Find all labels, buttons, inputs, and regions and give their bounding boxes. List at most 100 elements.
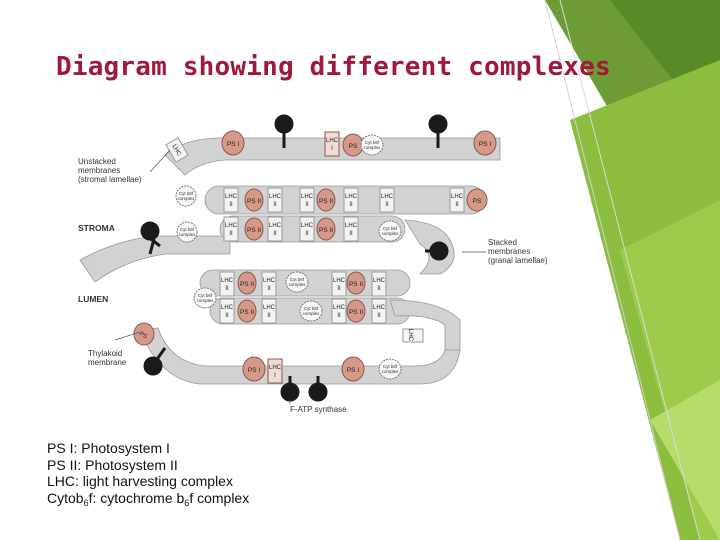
svg-text:LHC: LHC	[221, 278, 234, 284]
svg-text:II: II	[225, 286, 229, 292]
svg-text:complex: complex	[364, 145, 382, 150]
svg-text:LHC: LHC	[381, 194, 394, 200]
svg-text:PS II: PS II	[349, 281, 363, 288]
legend-ps2: PS II: Photosystem II	[47, 456, 178, 473]
svg-text:LHC: LHC	[451, 194, 464, 200]
svg-text:LHC: LHC	[407, 329, 413, 342]
svg-text:II: II	[267, 286, 271, 292]
svg-text:LHC: LHC	[373, 278, 386, 284]
svg-text:II: II	[229, 231, 233, 237]
edge-complexes: LHC PS LHC	[133, 137, 424, 346]
svg-text:II: II	[385, 202, 389, 208]
svg-text:(stromal lamellae): (stromal lamellae)	[78, 175, 142, 184]
ps2-complexes: PS II PS II PS II PS II PS II PS II PS I…	[237, 188, 366, 323]
svg-text:Cyt b6f: Cyt b6f	[198, 293, 213, 298]
atp-synthase-group	[140, 114, 449, 402]
svg-text:II: II	[267, 313, 271, 319]
svg-text:LHC: LHC	[221, 305, 234, 311]
svg-text:membrane: membrane	[88, 358, 127, 367]
svg-text:PS I: PS I	[248, 367, 260, 374]
svg-text:LHC: LHC	[171, 144, 183, 158]
svg-text:II: II	[305, 231, 309, 237]
ps1-complexes: PS I PS I PS I PS I PS PS	[221, 130, 497, 382]
svg-text:complex: complex	[382, 369, 400, 374]
svg-text:I: I	[274, 373, 276, 379]
svg-text:LHC: LHC	[225, 194, 238, 200]
svg-text:Thylakoid: Thylakoid	[88, 349, 122, 358]
svg-text:LHC: LHC	[269, 194, 282, 200]
svg-text:LHC: LHC	[225, 223, 238, 229]
svg-text:LHC: LHC	[269, 223, 282, 229]
svg-text:PS I: PS I	[347, 367, 359, 374]
legend: PS I: Photosystem I PS II: Photosystem I…	[47, 440, 249, 511]
legend-lhc: LHC: light harvesting complex	[47, 473, 233, 489]
svg-text:II: II	[273, 202, 277, 208]
svg-text:membranes: membranes	[488, 247, 530, 256]
svg-text:PS II: PS II	[349, 309, 363, 316]
svg-text:PS I: PS I	[479, 141, 491, 148]
svg-text:II: II	[349, 202, 353, 208]
svg-text:LHC: LHC	[301, 194, 314, 200]
svg-text:II: II	[455, 202, 459, 208]
svg-text:LHC: LHC	[373, 305, 386, 311]
svg-text:II: II	[349, 231, 353, 237]
svg-text:LUMEN: LUMEN	[78, 294, 108, 304]
diagram-labels: Unstacked membranes (stromal lamellae) S…	[78, 149, 548, 414]
svg-text:complex: complex	[289, 282, 307, 287]
svg-text:II: II	[337, 286, 341, 292]
svg-text:LHC: LHC	[345, 194, 358, 200]
svg-text:Cyt b6f: Cyt b6f	[304, 306, 319, 311]
svg-text:Stacked: Stacked	[488, 238, 517, 247]
svg-text:LHC: LHC	[326, 138, 339, 144]
svg-text:PS: PS	[349, 143, 358, 150]
svg-text:PS I: PS I	[227, 141, 239, 148]
svg-text:II: II	[377, 286, 381, 292]
membrane-bands	[79, 137, 501, 385]
svg-text:PS: PS	[473, 198, 482, 205]
slide-title: Diagram showing different complexes	[56, 52, 611, 82]
svg-text:complex: complex	[197, 298, 215, 303]
legend-ps1: PS I: Photosystem I	[47, 440, 170, 456]
svg-text:Cyt b6f: Cyt b6f	[383, 364, 398, 369]
svg-text:LHC: LHC	[301, 223, 314, 229]
svg-text:II: II	[273, 231, 277, 237]
svg-text:Unstacked: Unstacked	[78, 157, 116, 166]
svg-text:II: II	[305, 202, 309, 208]
svg-text:complex: complex	[303, 311, 321, 316]
svg-text:LHC: LHC	[263, 305, 276, 311]
svg-text:STROMA: STROMA	[78, 223, 115, 233]
svg-text:II: II	[229, 202, 233, 208]
svg-text:LHC: LHC	[345, 223, 358, 229]
svg-text:complex: complex	[179, 232, 197, 237]
svg-text:PS: PS	[138, 331, 148, 340]
svg-text:Cyt b6f: Cyt b6f	[290, 277, 305, 282]
svg-text:complex: complex	[178, 196, 196, 201]
svg-text:Cyt b6f: Cyt b6f	[180, 227, 195, 232]
svg-text:F-ATP synthase: F-ATP synthase	[290, 405, 347, 414]
svg-text:complex: complex	[382, 231, 400, 236]
svg-text:LHC: LHC	[333, 305, 346, 311]
svg-text:I: I	[331, 146, 333, 152]
svg-text:membranes: membranes	[78, 166, 120, 175]
svg-text:Cyt b6f: Cyt b6f	[179, 191, 194, 196]
svg-text:PS II: PS II	[240, 309, 254, 316]
svg-text:Cyt b6f: Cyt b6f	[383, 226, 398, 231]
legend-cyt: Cytob6f: cytochrome b6f complex	[47, 489, 250, 508]
svg-text:Cyt b6f: Cyt b6f	[365, 140, 380, 145]
svg-text:PS II: PS II	[319, 227, 333, 234]
svg-text:II: II	[225, 313, 229, 319]
svg-text:LHC: LHC	[269, 365, 282, 371]
svg-text:II: II	[377, 313, 381, 319]
svg-text:II: II	[337, 313, 341, 319]
svg-text:PS II: PS II	[247, 198, 261, 205]
svg-text:LHC: LHC	[263, 278, 276, 284]
svg-text:PS II: PS II	[247, 227, 261, 234]
svg-text:(granal lamellae): (granal lamellae)	[488, 256, 548, 265]
svg-text:LHC: LHC	[333, 278, 346, 284]
svg-text:PS II: PS II	[319, 198, 333, 205]
svg-text:PS II: PS II	[240, 281, 254, 288]
